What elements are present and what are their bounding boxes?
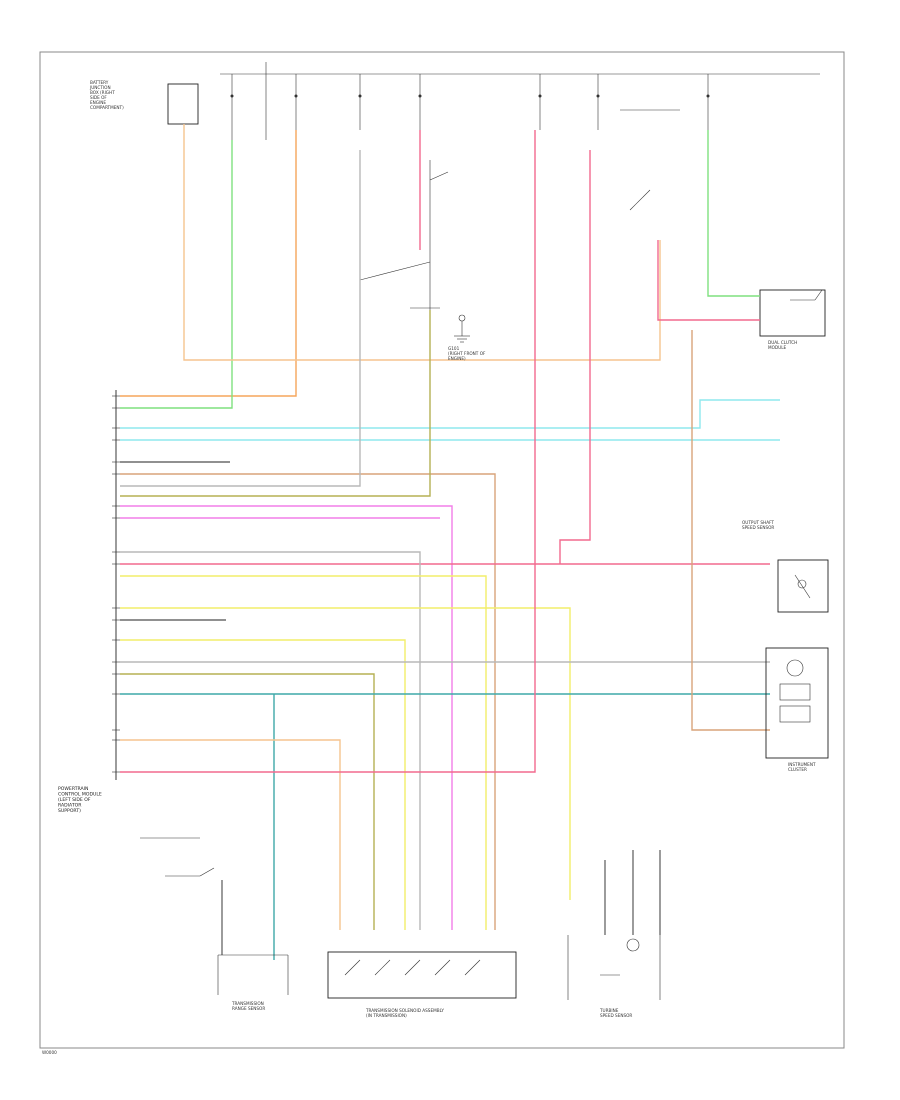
turbine-speed-sensor: TURBINE SPEED SENSOR	[567, 935, 661, 1018]
wire-olive-2	[120, 673, 375, 930]
wire-green-2	[707, 130, 760, 297]
dual-clutch-label: DUAL CLUTCH MODULE	[768, 340, 799, 350]
fuse-block-area: BATTERY JUNCTION BOX (RIGHT SIDE OF ENGI…	[89, 62, 820, 140]
pcm-label: POWERTRAIN CONTROL MODULE (LEFT SIDE OF …	[58, 786, 103, 814]
wire-magenta-1	[120, 505, 453, 930]
wire-gray-2	[120, 551, 421, 930]
transmission-range-sensor: TRANSMISSION RANGE SENSOR	[217, 954, 289, 1011]
ground-symbol	[454, 321, 470, 343]
wire-orange	[120, 130, 297, 397]
left-switch	[140, 837, 215, 877]
relay-switch-area	[359, 160, 651, 330]
wire-yellow-3	[120, 639, 406, 930]
wire-light-orange-loop	[183, 124, 661, 361]
ground-label: G101 (RIGHT FRONT OF ENGINE)	[448, 346, 487, 361]
fuse-symbols	[230, 94, 710, 98]
wires	[120, 124, 780, 960]
wire-gray-1	[120, 150, 361, 487]
transmission-solenoid-assembly: TRANSMISSION SOLENOID ASSEMBLY (IN TRANS…	[327, 951, 517, 1018]
wire-pink-5	[657, 240, 760, 321]
wire-cyan-1	[120, 399, 780, 429]
dual-clutch-module: DUAL CLUTCH MODULE	[759, 289, 826, 350]
wire-pink-2	[559, 150, 591, 564]
wire-light-orange-2	[120, 739, 341, 930]
fuse-drops	[231, 74, 709, 140]
diagram-frame	[39, 51, 845, 1049]
instrument-cluster: INSTRUMENT CLUSTER	[765, 647, 829, 772]
page-code: W0000	[42, 1050, 57, 1055]
wire-tan-2	[691, 330, 770, 731]
wire-yellow-2	[120, 607, 571, 900]
wire-olive-1	[120, 310, 431, 497]
wire-pink-3	[120, 130, 536, 773]
oss-label: OUTPUT SHAFT SPEED SENSOR	[742, 520, 775, 530]
tr-sensor-label: TRANSMISSION RANGE SENSOR	[231, 1001, 265, 1011]
wire-green-1	[120, 140, 233, 409]
output-shaft-speed-sensor: OUTPUT SHAFT SPEED SENSOR	[742, 520, 829, 613]
wire-yellow-1	[120, 575, 487, 930]
solenoid-label: TRANSMISSION SOLENOID ASSEMBLY (IN TRANS…	[365, 1008, 445, 1018]
wire-tan-1	[120, 473, 496, 930]
turbine-sensor-label: TURBINE SPEED SENSOR	[599, 1008, 632, 1018]
instrument-cluster-label: INSTRUMENT CLUSTER	[788, 762, 817, 772]
pcm-pin-ticks	[112, 395, 120, 773]
fuse-block-label: BATTERY JUNCTION BOX (RIGHT SIDE OF ENGI…	[89, 80, 124, 110]
pcm-connector: POWERTRAIN CONTROL MODULE (LEFT SIDE OF …	[58, 390, 120, 814]
fuse-block	[167, 83, 199, 125]
